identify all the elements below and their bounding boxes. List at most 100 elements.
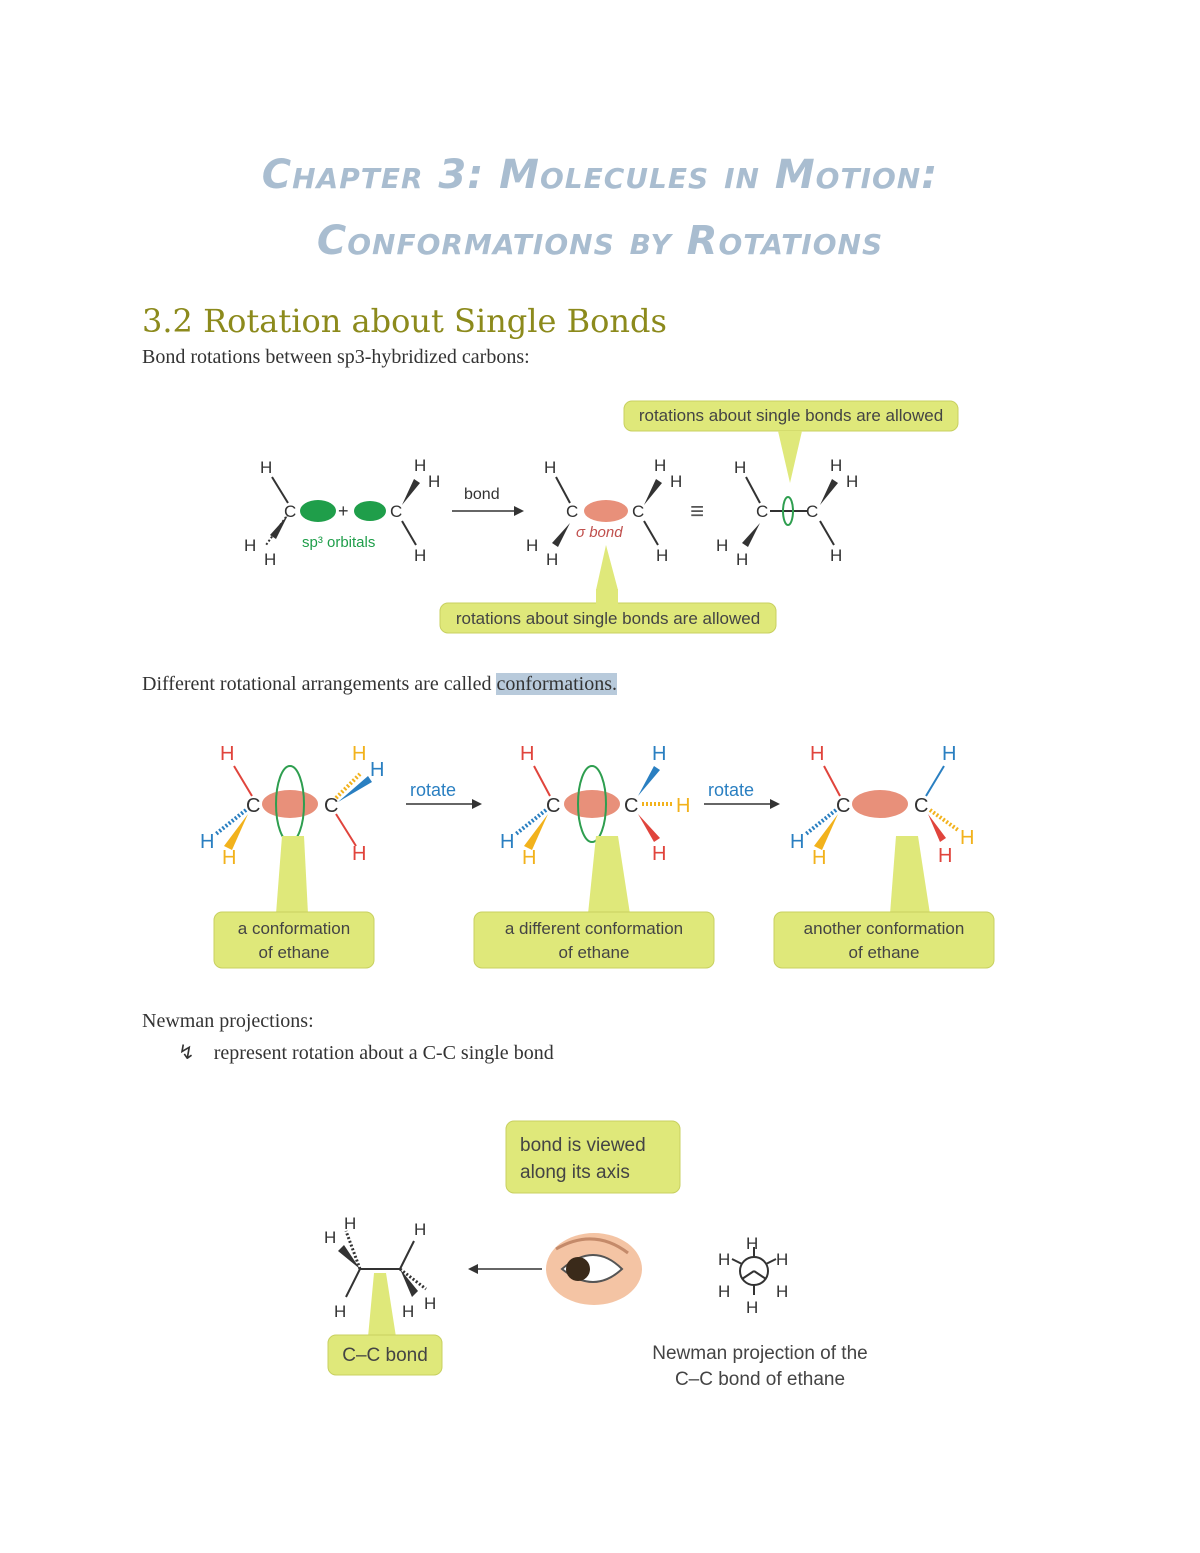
atom-h: H bbox=[244, 536, 256, 555]
chapter-title-line-2: Conformations by Rotations bbox=[316, 218, 884, 264]
ethane-sigma: H C H H C H H H σ bond bbox=[526, 456, 682, 569]
atom-h: H bbox=[500, 831, 514, 853]
bullet-icon: ↯ bbox=[178, 1042, 195, 1064]
atom-c: C bbox=[756, 502, 768, 521]
atom-h: H bbox=[790, 831, 804, 853]
conformations-term: conformations. bbox=[496, 673, 617, 695]
svg-text:H: H bbox=[344, 1214, 356, 1233]
callout-conformation-1: a conformation of ethane bbox=[213, 836, 375, 969]
atom-c: C bbox=[284, 502, 296, 521]
atom-h: H bbox=[652, 843, 666, 865]
atom-c: C bbox=[246, 795, 260, 817]
ethane-sawhorse: H H H H H H bbox=[324, 1214, 436, 1321]
atom-h: H bbox=[938, 845, 952, 867]
atom-h: H bbox=[352, 843, 366, 865]
bullet-item: ↯ represent rotation about a C-C single … bbox=[178, 1040, 554, 1065]
svg-text:H: H bbox=[776, 1250, 788, 1269]
atom-h: H bbox=[546, 550, 558, 569]
conformation-3: H C C H H H H H bbox=[790, 743, 974, 869]
svg-text:H: H bbox=[334, 1302, 346, 1321]
bullet-text: represent rotation about a C-C single bo… bbox=[213, 1042, 554, 1064]
ethane-rotation: H C H H C H H H bbox=[716, 456, 858, 569]
atom-h: H bbox=[414, 456, 426, 475]
callout-cc-bond: C–C bond bbox=[327, 1273, 443, 1376]
figure-conformations: H C C H H H H H rotate H C C H H H H H bbox=[200, 743, 995, 969]
svg-text:H: H bbox=[746, 1298, 758, 1317]
atom-h: H bbox=[260, 458, 272, 477]
rotate-label-1: rotate bbox=[410, 780, 456, 800]
svg-text:H: H bbox=[746, 1234, 758, 1253]
atom-h: H bbox=[810, 743, 824, 765]
atom-h: H bbox=[264, 550, 276, 569]
callout-bottom-text: rotations about single bonds are allowed bbox=[456, 609, 760, 628]
callout-top-text: rotations about single bonds are allowed bbox=[639, 406, 943, 425]
atom-h: H bbox=[960, 827, 974, 849]
plus-sign: + bbox=[338, 501, 349, 521]
atom-h: H bbox=[200, 831, 214, 853]
svg-text:of ethane: of ethane bbox=[259, 943, 330, 962]
atom-h: H bbox=[676, 795, 690, 817]
atom-h: H bbox=[846, 472, 858, 491]
atom-c: C bbox=[546, 795, 560, 817]
svg-text:H: H bbox=[324, 1228, 336, 1247]
sp3-orbital-left bbox=[300, 500, 336, 522]
intro-text: Bond rotations between sp3-hybridized ca… bbox=[142, 346, 530, 368]
atom-h: H bbox=[656, 546, 668, 565]
svg-text:along its axis: along its axis bbox=[520, 1162, 630, 1183]
rotate-label-2: rotate bbox=[708, 780, 754, 800]
atom-h: H bbox=[736, 550, 748, 569]
atom-c: C bbox=[566, 502, 578, 521]
atom-c: C bbox=[324, 795, 338, 817]
callout-bottom: rotations about single bonds are allowed bbox=[439, 545, 777, 634]
sp3-orbital-right bbox=[354, 501, 386, 521]
svg-text:a different conformation: a different conformation bbox=[505, 919, 683, 938]
svg-text:of ethane: of ethane bbox=[849, 943, 920, 962]
svg-text:bond is viewed: bond is viewed bbox=[520, 1135, 646, 1156]
chapter-title-line-1: Chapter 3: Molecules in Motion: bbox=[261, 152, 939, 198]
callout-top: rotations about single bonds are allowed bbox=[623, 400, 959, 483]
atom-h: H bbox=[942, 743, 956, 765]
figure-newman: bond is viewed along its axis H H H H H … bbox=[324, 1120, 868, 1390]
eye-icon bbox=[546, 1233, 642, 1305]
arrow-bond-label: bond bbox=[464, 486, 500, 503]
atom-h: H bbox=[812, 847, 826, 869]
atom-h: H bbox=[830, 546, 842, 565]
atom-h: H bbox=[428, 472, 440, 491]
atom-c: C bbox=[914, 795, 928, 817]
newman-label: Newman projections: bbox=[142, 1010, 314, 1032]
atom-c: C bbox=[836, 795, 850, 817]
svg-text:H: H bbox=[776, 1282, 788, 1301]
conformation-2: H C C H H H H H bbox=[500, 743, 690, 869]
newman-caption-line-2: C–C bond of ethane bbox=[675, 1369, 845, 1390]
figure-sigma-bond: rotations about single bonds are allowed… bbox=[244, 400, 959, 634]
atom-h: H bbox=[520, 743, 534, 765]
conformations-text: Different rotational arrangements are ca… bbox=[142, 673, 617, 696]
svg-text:H: H bbox=[414, 1220, 426, 1239]
atom-h: H bbox=[370, 759, 384, 781]
svg-text:another conformation: another conformation bbox=[804, 919, 965, 938]
methyl-left-1: H H H C bbox=[244, 458, 296, 569]
callout-viewed-axis: bond is viewed along its axis bbox=[505, 1120, 681, 1194]
callout-conformation-3: another conformation of ethane bbox=[773, 836, 995, 969]
atom-h: H bbox=[652, 743, 666, 765]
atom-h: H bbox=[522, 847, 536, 869]
svg-text:H: H bbox=[402, 1302, 414, 1321]
sp3-orbitals-label: sp³ orbitals bbox=[302, 534, 375, 551]
atom-h: H bbox=[544, 458, 556, 477]
atom-c: C bbox=[632, 502, 644, 521]
atom-c: C bbox=[624, 795, 638, 817]
methyl-right-1: C H H H bbox=[390, 456, 440, 565]
atom-h: H bbox=[734, 458, 746, 477]
svg-text:H: H bbox=[718, 1282, 730, 1301]
svg-text:a conformation: a conformation bbox=[238, 919, 350, 938]
newman-projection: H H H H H H bbox=[718, 1234, 788, 1317]
atom-h: H bbox=[716, 536, 728, 555]
atom-h: H bbox=[414, 546, 426, 565]
svg-text:H: H bbox=[424, 1294, 436, 1313]
section-heading: 3.2 Rotation about Single Bonds bbox=[142, 302, 667, 340]
atom-h: H bbox=[222, 847, 236, 869]
atom-h: H bbox=[654, 456, 666, 475]
newman-caption-line-1: Newman projection of the bbox=[652, 1343, 867, 1364]
atom-h: H bbox=[220, 743, 234, 765]
atom-c: C bbox=[806, 502, 818, 521]
